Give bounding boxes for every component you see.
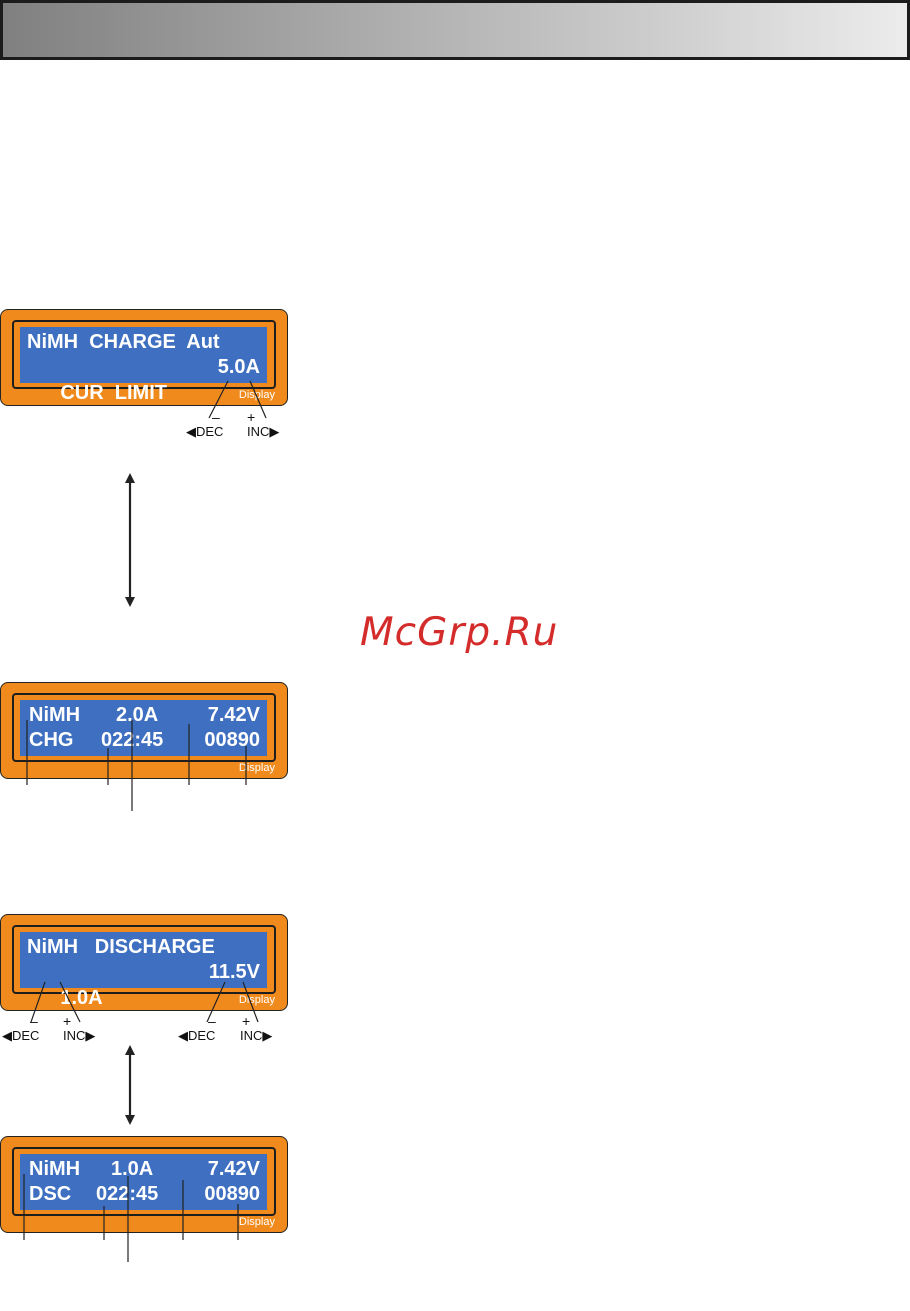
minus-sign: –	[208, 1013, 216, 1029]
lcd-screen: NiMH 1.0A 7.42V DSC 022:45 00890	[20, 1154, 267, 1210]
lcd-panel-discharge-status: NiMH 1.0A 7.42V DSC 022:45 00890 Display	[0, 1136, 288, 1233]
lcd-text-left: CUR LIMIT	[60, 382, 167, 404]
lcd-cutoff-voltage: 11.5V	[208, 961, 260, 983]
plus-sign: +	[242, 1013, 251, 1029]
minus-sign: –	[212, 409, 220, 425]
lcd-voltage: 7.42V	[207, 704, 260, 726]
plus-sign: +	[247, 409, 256, 425]
plus-sign: +	[63, 1013, 72, 1029]
lcd-screen: NiMH DISCHARGE 1.0A 11.5V	[20, 932, 267, 1009]
lcd-screen: NiMH CHARGE Aut CUR LIMIT 5.0A	[20, 327, 267, 404]
lcd-line-2: CHG 022:45 00890	[27, 727, 260, 753]
lcd-elapsed-time: 022:45	[96, 1183, 159, 1205]
lcd-panel-charge-status: NiMH 2.0A 7.42V CHG 022:45 00890 Display	[0, 682, 288, 779]
display-label: Display	[238, 1216, 275, 1228]
display-label: Display	[238, 762, 275, 774]
minus-sign: –	[30, 1013, 38, 1029]
lcd-battery-type: NiMH	[29, 1158, 81, 1180]
display-label: Display	[238, 389, 275, 401]
lcd-line-1: NiMH CHARGE Aut	[27, 331, 220, 353]
inc-voltage-button[interactable]: INC▶	[240, 1028, 273, 1043]
lcd-battery-type: NiMH	[29, 704, 81, 726]
lcd-line-2: DSC 022:45 00890	[27, 1181, 260, 1207]
lcd-line-2: 1.0A 11.5V	[27, 959, 260, 1009]
lcd-elapsed-time: 022:45	[101, 729, 164, 751]
display-label: Display	[238, 994, 275, 1006]
inc-button[interactable]: INC▶	[247, 424, 280, 439]
dec-voltage-button[interactable]: ◀DEC	[178, 1028, 216, 1043]
lcd-voltage: 7.42V	[207, 1158, 260, 1180]
dec-current-button[interactable]: ◀DEC	[2, 1028, 40, 1043]
lcd-panel-discharge-setup: NiMH DISCHARGE 1.0A 11.5V Display	[0, 914, 288, 1011]
lcd-frame	[12, 925, 276, 994]
lcd-line-1: NiMH 1.0A 7.42V	[27, 1156, 260, 1182]
lcd-current: 2.0A	[116, 704, 159, 726]
lcd-value-current-limit: 5.0A	[217, 356, 260, 378]
lcd-frame	[12, 1147, 276, 1216]
lcd-frame	[12, 693, 276, 762]
lcd-screen: NiMH 2.0A 7.42V CHG 022:45 00890	[20, 700, 267, 756]
lcd-line-1: NiMH 2.0A 7.42V	[27, 702, 260, 728]
lcd-frame	[12, 320, 276, 389]
lcd-capacity: 00890	[204, 729, 260, 751]
lcd-capacity: 00890	[204, 1183, 260, 1205]
lcd-panel-charge-setup: NiMH CHARGE Aut CUR LIMIT 5.0A Display	[0, 309, 288, 406]
header-bar	[0, 0, 910, 60]
lcd-discharge-current: 1.0A	[60, 987, 103, 1009]
lcd-line-2: CUR LIMIT 5.0A	[27, 354, 260, 404]
inc-current-button[interactable]: INC▶	[63, 1028, 96, 1043]
lcd-mode: DSC	[29, 1183, 72, 1205]
dec-button[interactable]: ◀DEC	[186, 424, 224, 439]
lcd-mode: CHG	[29, 729, 74, 751]
lcd-current: 1.0A	[111, 1158, 154, 1180]
lcd-line-1: NiMH DISCHARGE	[27, 936, 215, 958]
watermark: McGrp.Ru	[360, 610, 559, 655]
